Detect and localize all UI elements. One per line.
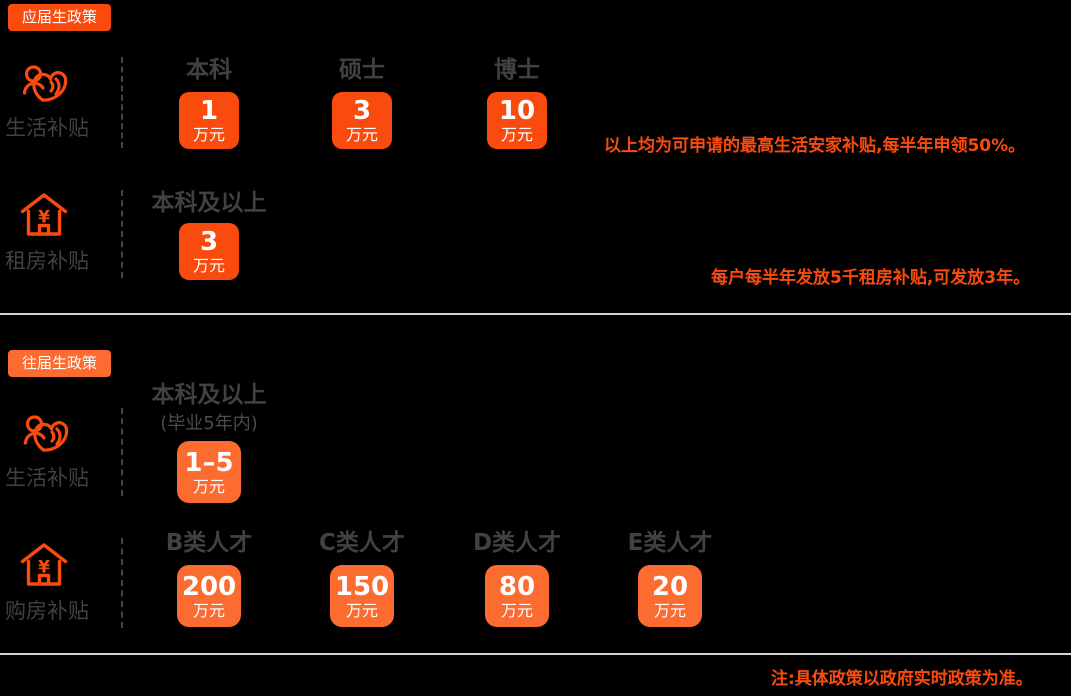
dashed-separator [121,408,123,496]
value-badge: 1–5 万元 [177,441,241,503]
column-talent-d: D类人才 80 万元 [440,528,594,627]
column-phd: 博士 10 万元 [440,55,594,149]
column-talent-e: E类人才 20 万元 [593,528,747,627]
value-badge: 3 万元 [332,92,392,149]
value-number: 200 [181,571,237,602]
value-unit: 万元 [500,125,533,144]
footer-note: 注:具体政策以政府实时政策为准。 [771,669,1033,689]
value-badge: 1 万元 [179,92,239,149]
value-badge: 80 万元 [485,565,549,627]
fresh-policy-badge: 应届生政策 [8,4,112,31]
value-unit: 万元 [500,600,533,620]
value-unit: 万元 [192,600,225,620]
dashed-separator [121,57,123,148]
value-badge: 20 万元 [638,565,702,627]
column-bachelor-above: 本科及以上 3 万元 [132,188,286,280]
value-number: 10 [498,96,536,126]
dashed-separator [121,538,123,628]
value-unit: 万元 [192,476,225,496]
house-yuan-icon [20,541,68,589]
value-number: 1 [199,96,219,126]
value-unit: 万元 [653,600,686,620]
column-title: 博士 [494,57,540,83]
column-bachelor-above-5yr: 本科及以上 (毕业5年内) 1–5 万元 [132,380,286,503]
row-label-living-subsidy: 生活补贴 [5,116,89,140]
value-number: 150 [334,571,390,602]
column-title: E类人才 [627,530,713,556]
value-number: 3 [199,227,219,257]
value-number: 3 [352,96,372,126]
value-unit: 万元 [345,600,378,620]
column-talent-b: B类人才 200 万元 [132,528,286,627]
column-title: B类人才 [165,530,253,556]
row-label-purchase-subsidy: 购房补贴 [5,599,89,623]
house-yuan-icon [20,191,68,239]
column-title: D类人才 [472,530,562,556]
value-unit: 万元 [192,256,225,275]
note-living-subsidy: 以上均为可申请的最高生活安家补贴,每半年申领50%。 [604,136,1026,156]
value-unit: 万元 [345,125,378,144]
row-label-rent-subsidy: 租房补贴 [5,249,89,273]
column-title: 本科及以上 [151,382,267,408]
column-bachelor: 本科 1 万元 [132,55,286,149]
value-badge: 200 万元 [177,565,241,627]
value-number: 20 [651,571,689,602]
column-title: C类人才 [319,530,405,556]
value-badge: 10 万元 [487,92,547,149]
person-heart-icon [21,61,69,109]
divider-mid [0,313,1071,315]
row-label-living-subsidy-prev: 生活补贴 [5,466,89,490]
column-title: 硕士 [339,57,385,83]
column-talent-c: C类人才 150 万元 [285,528,439,627]
value-unit: 万元 [192,125,225,144]
value-badge: 3 万元 [179,223,239,280]
column-master: 硕士 3 万元 [285,55,439,149]
person-heart-icon [22,411,70,459]
column-title: 本科 [186,57,232,83]
divider-bottom [0,653,1071,655]
value-number: 1–5 [184,447,234,478]
dashed-separator [121,190,123,278]
value-badge: 150 万元 [330,565,394,627]
column-subtitle: (毕业5年内) [160,413,258,434]
note-rent-subsidy: 每户每半年发放5千租房补贴,可发放3年。 [711,268,1031,288]
value-number: 80 [498,571,536,602]
prev-policy-badge: 往届生政策 [8,350,112,377]
column-title: 本科及以上 [151,190,267,216]
